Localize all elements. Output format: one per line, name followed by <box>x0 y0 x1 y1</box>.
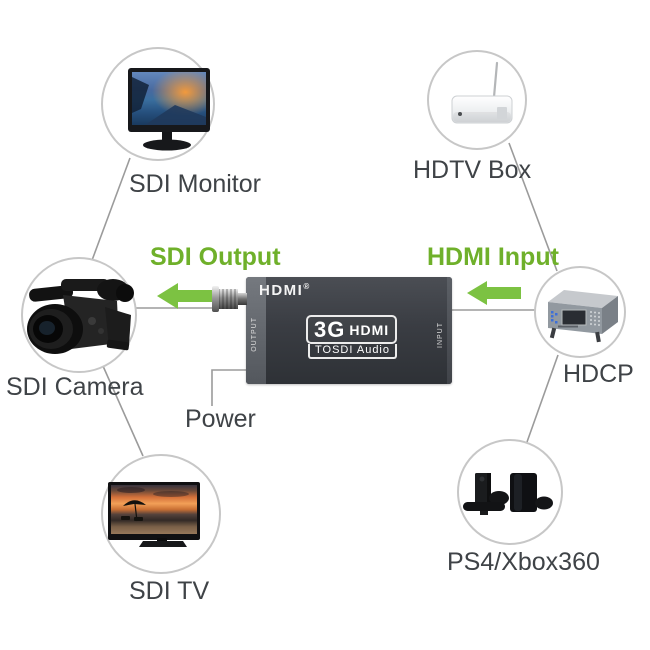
sdi-output-arrow-icon <box>157 283 213 309</box>
hdcp-label: HDCP <box>563 360 634 388</box>
game-consoles-node <box>457 439 563 545</box>
bnc-connector-icon <box>212 286 247 312</box>
badge-tosdi-audio: TOSDI Audio <box>308 344 397 359</box>
sdi-camera-label: SDI Camera <box>6 373 144 401</box>
flat-tv-icon <box>108 482 200 547</box>
signal-instrument-icon <box>548 290 618 343</box>
game-consoles-icon <box>463 473 553 515</box>
sdi-tv-label: SDI TV <box>129 577 210 605</box>
hdtv-box-label: HDTV Box <box>413 156 532 184</box>
line-power-callout <box>211 369 246 406</box>
line-hdtvbox-to-hdcp <box>508 142 558 272</box>
hdcp-node <box>534 266 626 358</box>
device-model-badge: 3G HDMI TOSDI Audio <box>306 315 398 359</box>
hdmi-logo: HDMI® <box>259 282 309 299</box>
sdi-monitor-label: SDI Monitor <box>129 170 261 198</box>
converter-device: HDMI® 3G HDMI TOSDI Audio OUTPUT INPUT <box>246 277 452 384</box>
line-hdcp-to-consoles <box>526 354 559 443</box>
line-camera-to-tv <box>102 365 144 457</box>
device-input-panel <box>447 277 452 384</box>
sdi-tv-node <box>101 454 221 574</box>
input-port-label: INPUT <box>437 322 444 348</box>
hdmi-input-arrow-icon <box>467 281 521 305</box>
hdmi-logo-text: HDMI <box>259 282 304 299</box>
bnc-tip <box>237 293 247 305</box>
badge-hdmi-text: HDMI <box>349 321 390 338</box>
hdtv-box-node <box>427 50 527 150</box>
bnc-barrel <box>218 289 238 309</box>
badge-3g-hdmi: 3G HDMI <box>306 315 398 344</box>
ps4-xbox-label: PS4/Xbox360 <box>447 548 600 576</box>
registered-mark: ® <box>303 282 310 291</box>
hdmi-input-label: HDMI Input <box>427 243 559 271</box>
badge-3g-text: 3G <box>314 317 346 342</box>
sdi-output-label: SDI Output <box>150 243 281 271</box>
bnc-flange <box>212 286 219 312</box>
output-port-label: OUTPUT <box>251 317 258 352</box>
sdi-monitor-node <box>101 47 215 161</box>
line-monitor-to-camera <box>90 157 131 264</box>
device-output-panel <box>246 277 266 384</box>
power-label: Power <box>185 405 256 433</box>
set-top-box-icon <box>451 61 513 124</box>
camcorder-icon <box>27 279 134 354</box>
desktop-monitor-icon <box>128 68 210 151</box>
sdi-camera-node <box>21 257 137 373</box>
